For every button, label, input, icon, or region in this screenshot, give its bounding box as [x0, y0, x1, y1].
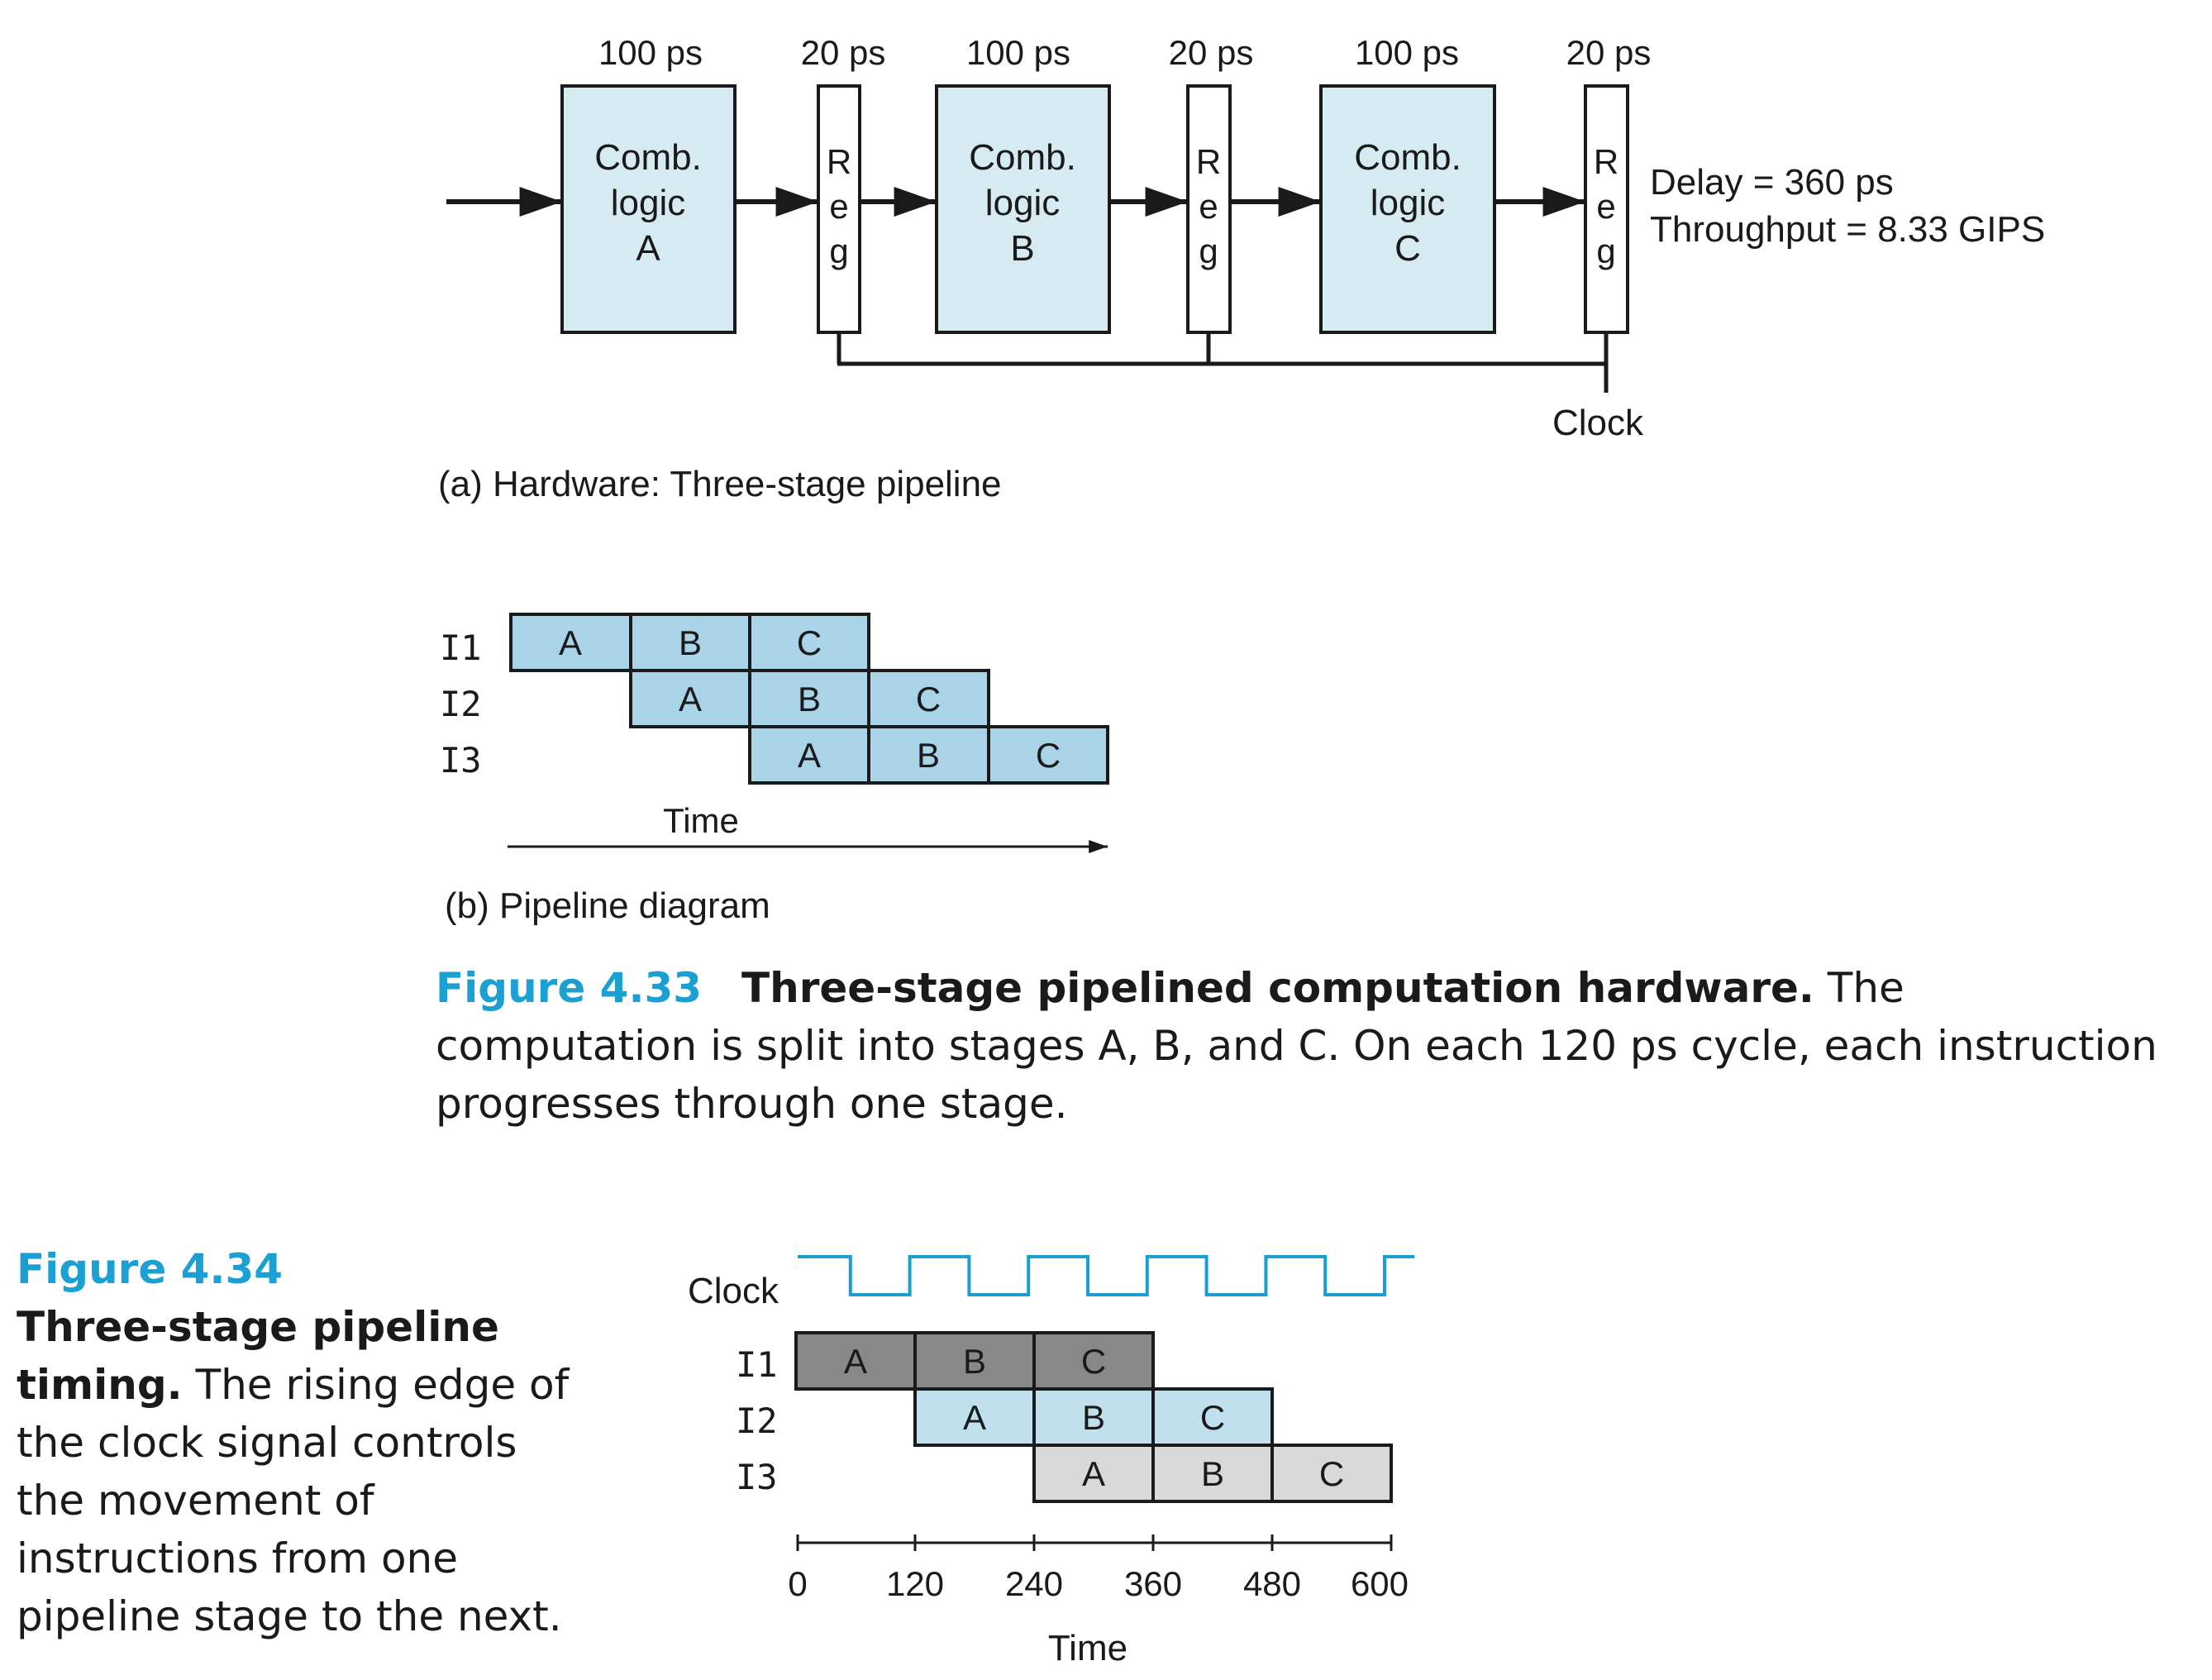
axis-tick-label: 0: [788, 1564, 807, 1603]
delay-text: Delay = 360 ps: [1650, 162, 1894, 203]
stage-cell: [1151, 1387, 1274, 1447]
stage-label: B: [1201, 1454, 1224, 1493]
subcaption-a: (a) Hardware: Three-stage pipeline: [438, 464, 1002, 504]
reg-letter: R: [827, 142, 851, 181]
reg-letter: g: [1199, 231, 1218, 270]
clock-label: Clock: [1552, 403, 1644, 443]
reg-delay-label: 20 ps: [801, 33, 886, 72]
stage-label: B: [963, 1342, 986, 1381]
axis-tick-label: 600: [1351, 1564, 1409, 1603]
stage-label: A: [963, 1398, 986, 1437]
stage-cell: [509, 613, 632, 672]
stage-cell: [1270, 1444, 1393, 1503]
stage-label: C: [1200, 1398, 1225, 1437]
reg-letter: e: [1199, 187, 1218, 226]
pipeline-diagram: I1 I2 I3 A B C A B C A B C Time (b) Pipe…: [440, 613, 1109, 926]
figure-title: Three-stage pipeline timing.: [17, 1303, 499, 1409]
stage-label: A: [679, 680, 702, 718]
stage-label: C: [1319, 1454, 1344, 1493]
logic-label-line: logic: [1371, 183, 1446, 223]
stage-label: A: [1082, 1454, 1105, 1493]
stage-label: B: [1082, 1398, 1105, 1437]
stage-cell: [1151, 1444, 1274, 1503]
stage-label: C: [916, 680, 941, 718]
comb-logic-block-a: [560, 84, 737, 334]
hardware-pipeline-diagram: 100 ps 20 ps 100 ps 20 ps 100 ps 20 ps C…: [438, 33, 2045, 504]
stage-cell: [794, 1331, 917, 1391]
reg-letter: R: [1196, 142, 1221, 181]
figure-caption-text: The rising edge of the clock signal cont…: [17, 1361, 570, 1640]
figure-number: Figure 4.33: [436, 964, 703, 1012]
stage-label: C: [1036, 736, 1061, 775]
figure-title: Three-stage pipelined computation hardwa…: [741, 964, 1814, 1012]
stage-label: A: [844, 1342, 867, 1381]
instruction-label: I1: [736, 1344, 778, 1385]
subcaption-b: (b) Pipeline diagram: [445, 885, 770, 926]
figure-434-caption: Figure 4.34 Three-stage pipeline timing.…: [17, 1240, 579, 1645]
stage-label: A: [798, 736, 821, 775]
time-label: Time: [1048, 1628, 1127, 1668]
stage-cell: [867, 669, 990, 728]
comb-logic-block-c: [1319, 84, 1496, 334]
axis-tick-label: 120: [886, 1564, 944, 1603]
reg-delay-label: 20 ps: [1566, 33, 1652, 72]
logic-label-line: Comb.: [969, 137, 1076, 178]
reg-delay-label: 20 ps: [1169, 33, 1254, 72]
logic-label-line: logic: [611, 183, 686, 223]
logic-label-line: C: [1394, 228, 1421, 269]
stage-delay-label: 100 ps: [1355, 33, 1459, 72]
logic-label-line: logic: [985, 183, 1061, 223]
reg-letter: R: [1594, 142, 1618, 181]
clock-wire: [837, 332, 1609, 393]
pipeline-register: [1584, 84, 1629, 334]
clock-waveform: [798, 1255, 1414, 1296]
instruction-label: I3: [736, 1457, 778, 1497]
logic-label-line: B: [1010, 228, 1034, 269]
pipeline-register: [1186, 84, 1232, 334]
timing-diagram: Clock I1 I2 I3 A B C A B C A B C: [688, 1255, 1414, 1668]
stage-label: C: [797, 623, 822, 662]
stage-cell: [987, 725, 1109, 785]
figure-number: Figure 4.34: [17, 1245, 284, 1293]
figure-433-caption: Figure 4.33 Three-stage pipelined computa…: [436, 959, 2171, 1133]
stage-delay-label: 100 ps: [598, 33, 703, 72]
reg-letter: g: [1596, 231, 1615, 270]
clock-label: Clock: [688, 1271, 779, 1311]
instruction-label: I1: [440, 628, 482, 668]
instruction-label: I2: [736, 1401, 778, 1441]
logic-label-line: A: [636, 228, 660, 269]
logic-label-line: Comb.: [594, 137, 702, 178]
throughput-text: Throughput = 8.33 GIPS: [1650, 209, 2045, 250]
stage-cell: [1032, 1444, 1155, 1503]
stage-label: B: [917, 736, 940, 775]
comb-logic-block-b: [935, 84, 1111, 334]
axis-tick-label: 240: [1005, 1564, 1063, 1603]
stage-cell: [629, 669, 751, 728]
axis-ticks: [796, 1534, 1393, 1551]
stage-label: B: [679, 623, 702, 662]
stage-delay-label: 100 ps: [966, 33, 1070, 72]
reg-letter: e: [829, 187, 848, 226]
axis-tick-label: 360: [1124, 1564, 1182, 1603]
axis-tick-label: 480: [1243, 1564, 1301, 1603]
time-label: Time: [663, 801, 739, 840]
logic-label-line: Comb.: [1354, 137, 1461, 178]
instruction-label: I2: [440, 684, 482, 724]
reg-letter: g: [829, 231, 848, 270]
stage-label: B: [798, 680, 821, 718]
reg-letter: e: [1596, 187, 1615, 226]
instruction-label: I3: [440, 740, 482, 780]
stage-label: A: [559, 623, 582, 662]
stage-label: C: [1081, 1342, 1106, 1381]
figure-caption-text: The computation is split into stages A, …: [436, 964, 2157, 1128]
